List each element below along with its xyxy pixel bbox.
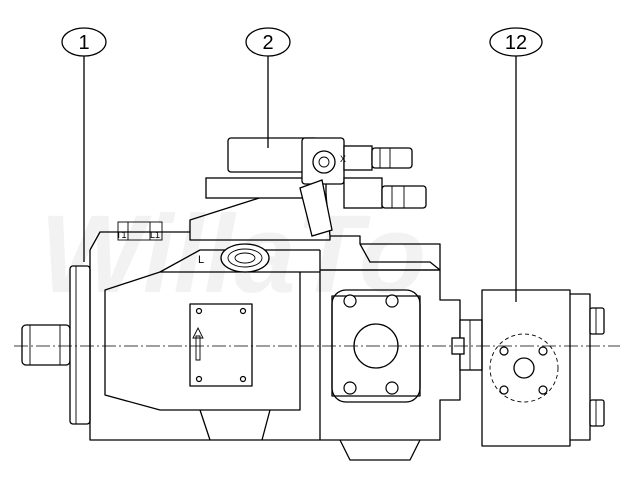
drain-port-l1: T1 L1 [116,221,163,241]
gear-pump [481,289,605,447]
main-pump-housing [89,231,441,441]
mounting-flange [69,265,91,425]
callout-label-1: 1 [78,32,89,54]
callout-1: 1 [61,27,107,262]
callout-label-12: 12 [505,32,527,54]
coupling [451,319,483,371]
callout-12: 12 [489,27,543,302]
port-label-x: X [340,154,346,164]
name-plate [189,303,253,387]
port-label-l: L [198,254,204,266]
callout-label-2: 2 [262,32,273,54]
callout-2: 2 [245,27,291,148]
drain-port-l: L [198,243,270,273]
controller: X [189,137,427,237]
port-label-l1: L1 [150,230,160,240]
drive-shaft [21,324,71,366]
port-label-t1: T1 [116,230,127,240]
